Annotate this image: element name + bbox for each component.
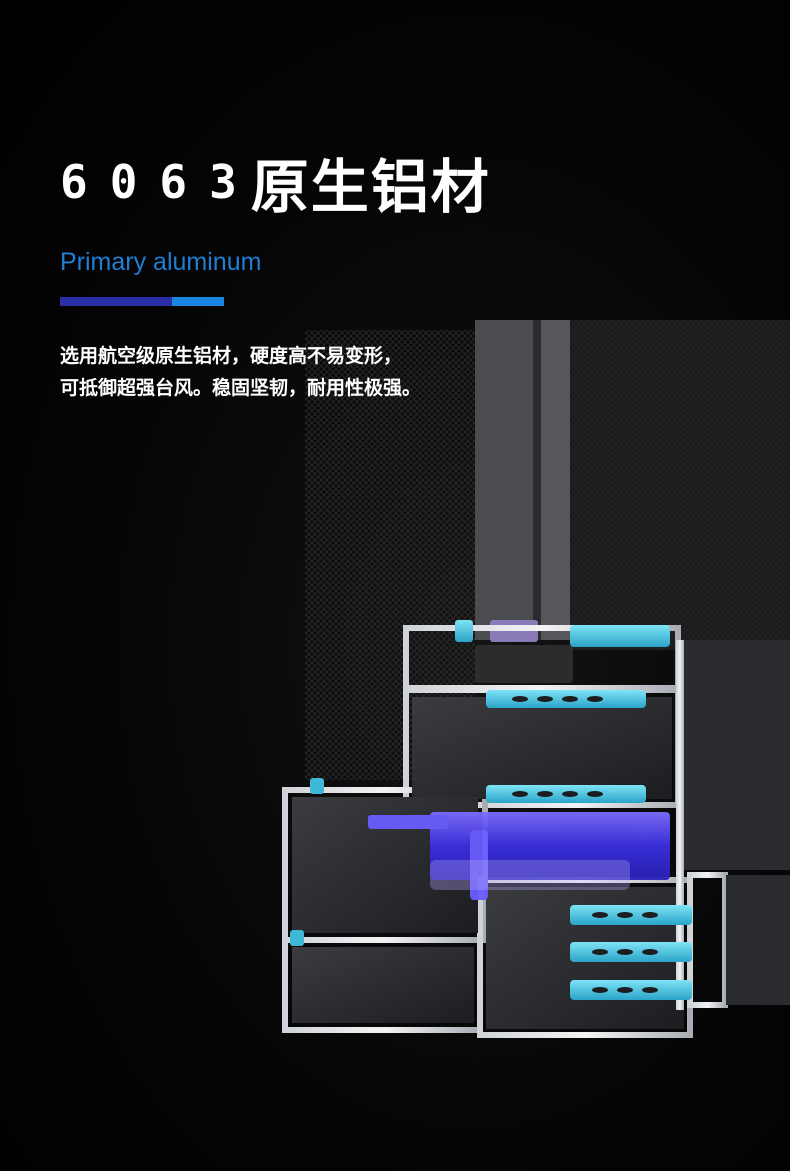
glass-gasket	[475, 645, 573, 683]
description-line-1: 选用航空级原生铝材，硬度高不易变形，	[60, 345, 403, 367]
accent-bar-light	[172, 297, 224, 306]
highlight-insulation	[368, 812, 670, 900]
title-number: 6063	[60, 155, 259, 209]
glazing-outer	[475, 320, 535, 640]
page-title: 6063 原生铝材	[60, 140, 491, 224]
side-frame	[680, 640, 790, 870]
thermal-break-strips	[455, 620, 692, 1000]
glazing-inner	[540, 320, 570, 640]
description: 选用航空级原生铝材，硬度高不易变形， 可抵御超强台风。稳固坚韧，耐用性极强。	[60, 340, 421, 404]
subtitle: Primary aluminum	[60, 248, 262, 276]
accent-bar-dark	[60, 297, 172, 306]
title-chinese: 原生铝材	[250, 153, 491, 221]
description-line-2: 可抵御超强台风。稳固坚韧，耐用性极强。	[60, 377, 422, 399]
